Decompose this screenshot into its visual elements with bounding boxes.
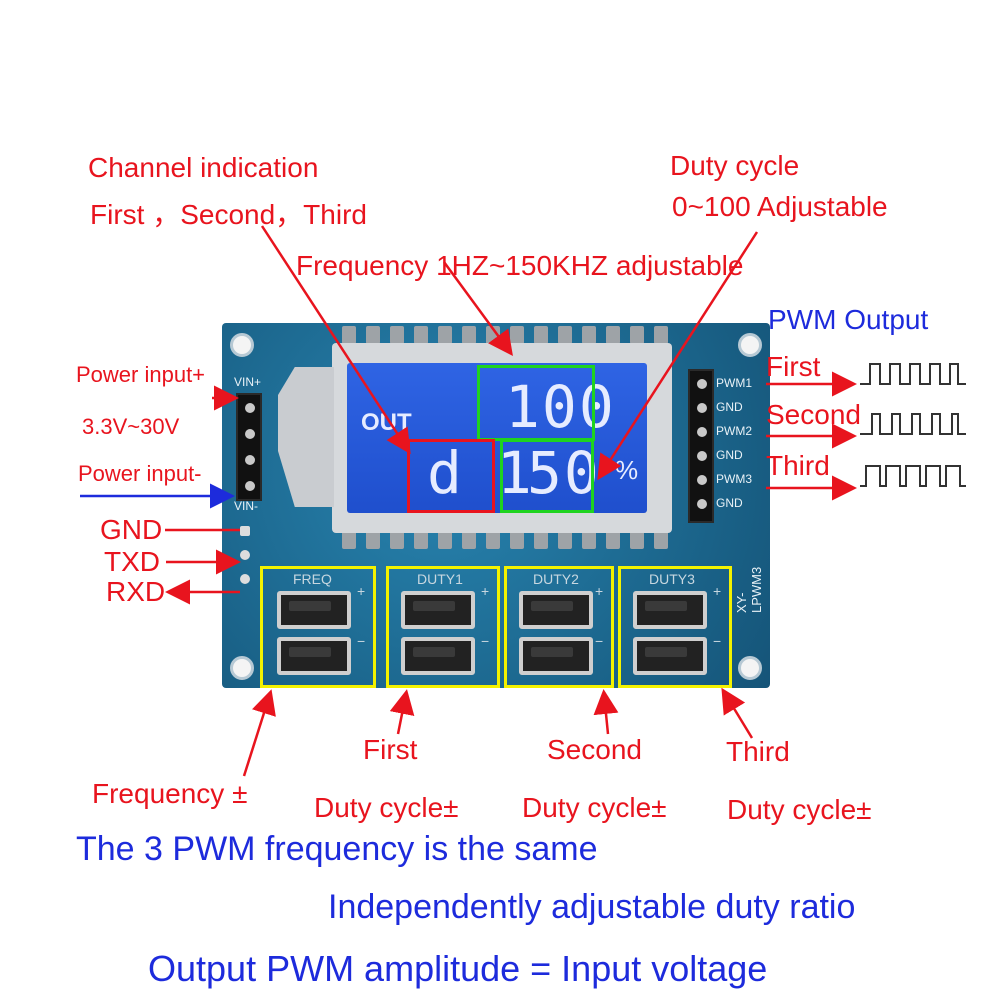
- mounting-hole: [738, 333, 762, 357]
- first-button-arrow: [389, 689, 415, 735]
- silk-plus: +: [481, 583, 490, 599]
- lcd-duty-value: 50: [527, 439, 601, 507]
- pwm-second-label: Second: [766, 399, 861, 430]
- duty-cycle-pm-2: Duty cycle±: [522, 792, 667, 823]
- pwm1-waveform: [860, 363, 966, 385]
- channel-indication-values: First ，Second，Third: [90, 199, 367, 230]
- duty2-plus-button[interactable]: [519, 591, 593, 629]
- footer-line-2: Independently adjustable duty ratio: [328, 888, 856, 926]
- silk-duty3: DUTY3: [649, 571, 695, 587]
- mounting-hole: [738, 656, 762, 680]
- duty3-minus-button[interactable]: [633, 637, 707, 675]
- pwm3-waveform: [860, 465, 966, 487]
- duty1-minus-button[interactable]: [401, 637, 475, 675]
- duty-cycle-title: Duty cycle: [670, 150, 800, 181]
- frequency-range: Frequency 1HZ~150KHZ adjustable: [296, 250, 744, 281]
- silk-minus: −: [357, 633, 366, 649]
- frequency-pm-label: Frequency ±: [92, 778, 248, 809]
- rxd-label: RXD: [106, 576, 166, 607]
- channel-highlight-box: [407, 439, 495, 513]
- gnd-pad: [240, 526, 250, 536]
- silk-pwm2: PWM2: [716, 424, 752, 438]
- freq-minus-button[interactable]: [277, 637, 351, 675]
- txd-label: TXD: [104, 546, 160, 577]
- freq-button-group: FREQ + −: [260, 566, 376, 688]
- first-label: First: [363, 734, 418, 765]
- silk-freq: FREQ: [293, 571, 332, 587]
- silk-gnd2: GND: [716, 448, 743, 462]
- freq-plus-button[interactable]: [277, 591, 351, 629]
- silk-pwm1: PWM1: [716, 376, 752, 390]
- pwm-module-board: VIN+ VIN- OUT 100 d 1 50 %: [222, 323, 770, 688]
- channel-arrow: [260, 225, 411, 455]
- silk-vin-plus: VIN+: [234, 375, 262, 389]
- lcd-frequency-value: 100: [505, 373, 616, 441]
- power-input-plus-label: Power input+: [76, 362, 206, 387]
- silk-gnd1: GND: [716, 400, 743, 414]
- mounting-hole: [230, 333, 254, 357]
- frequency-button-arrow: [242, 689, 276, 777]
- silk-minus: −: [713, 633, 722, 649]
- duty2-minus-button[interactable]: [519, 637, 593, 675]
- duty3-plus-button[interactable]: [633, 591, 707, 629]
- silk-plus: +: [713, 583, 722, 599]
- duty-cycle-pm-1: Duty cycle±: [314, 792, 459, 823]
- channel-indication-title: Channel indication: [88, 152, 319, 183]
- silk-duty2: DUTY2: [533, 571, 579, 587]
- voltage-range-label: 3.3V~30V: [82, 414, 180, 439]
- gnd-label: GND: [100, 514, 163, 545]
- lcd-channel-value: d 1: [427, 439, 532, 507]
- duty-arrow: [597, 231, 759, 481]
- duty2-button-group: DUTY2 + −: [504, 566, 614, 688]
- pwm-third-label: Third: [766, 450, 830, 481]
- silk-minus: −: [481, 633, 490, 649]
- duty-highlight-box: [500, 439, 594, 513]
- power-input-minus-label: Power input-: [78, 461, 202, 486]
- second-button-arrow: [593, 689, 619, 735]
- silk-plus: +: [595, 583, 604, 599]
- txd-pad: [240, 550, 250, 560]
- pwm-first-label: First: [766, 351, 821, 382]
- pwm-output-title: PWM Output: [768, 304, 929, 335]
- duty1-button-group: DUTY1 + −: [386, 566, 500, 688]
- silk-gnd3: GND: [716, 496, 743, 510]
- power-input-header: [236, 393, 262, 501]
- footer-line-1: The 3 PWM frequency is the same: [76, 830, 598, 868]
- duty-cycle-pm-3: Duty cycle±: [727, 794, 872, 825]
- silk-minus: −: [595, 633, 604, 649]
- silk-duty1: DUTY1: [417, 571, 463, 587]
- third-label: Third: [726, 736, 790, 767]
- frequency-arrow: [442, 261, 513, 357]
- rxd-pad: [240, 574, 250, 584]
- mounting-hole: [230, 656, 254, 680]
- duty3-button-group: DUTY3 + −: [618, 566, 732, 688]
- third-button-arrow: [721, 687, 754, 739]
- footer-line-3: Output PWM amplitude = Input voltage: [148, 948, 768, 989]
- silk-plus: +: [357, 583, 366, 599]
- duty-cycle-range: 0~100 Adjustable: [672, 191, 888, 222]
- silk-vin-minus: VIN-: [234, 499, 258, 513]
- second-label: Second: [547, 734, 642, 765]
- pwm-output-header: [688, 369, 714, 523]
- pwm2-waveform: [860, 413, 966, 435]
- duty1-plus-button[interactable]: [401, 591, 475, 629]
- silk-pwm3: PWM3: [716, 472, 752, 486]
